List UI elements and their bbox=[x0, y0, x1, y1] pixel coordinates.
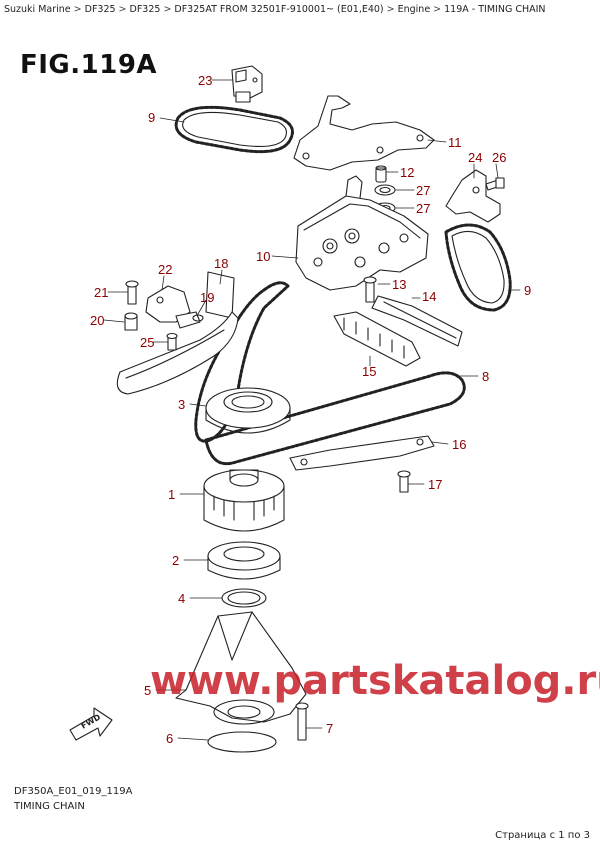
part-3-sprocket[interactable] bbox=[205, 387, 291, 434]
part-27-oil-seal-upper[interactable] bbox=[374, 184, 396, 196]
callout-16[interactable]: 16 bbox=[452, 437, 466, 452]
part-25-bolt[interactable] bbox=[166, 332, 178, 351]
callout-27-upper[interactable]: 27 bbox=[416, 183, 430, 198]
part-9-timing-chain-right[interactable] bbox=[444, 223, 512, 312]
part-2-bearing[interactable] bbox=[207, 541, 281, 580]
part-21-bolt[interactable] bbox=[125, 280, 139, 305]
figure-title: FIG.119A bbox=[20, 50, 158, 80]
part-17-bolt[interactable] bbox=[397, 470, 411, 493]
fwd-arrow-icon bbox=[69, 707, 113, 741]
part-tensioner-shoe[interactable] bbox=[116, 311, 239, 395]
callout-22[interactable]: 22 bbox=[158, 262, 172, 277]
callout-26[interactable]: 26 bbox=[492, 150, 506, 165]
breadcrumb-separator: > bbox=[118, 4, 127, 15]
callout-17[interactable]: 17 bbox=[428, 477, 442, 492]
part-16-chain-guide-lower[interactable] bbox=[289, 435, 435, 471]
callout-4[interactable]: 4 bbox=[178, 591, 185, 606]
part-24-tensioner-bracket[interactable] bbox=[445, 169, 501, 223]
leader-lines bbox=[103, 79, 521, 741]
part-10-cam-housing[interactable] bbox=[295, 175, 429, 291]
part-5-lower-case[interactable] bbox=[175, 611, 307, 725]
breadcrumb-current: 119A - TIMING CHAIN bbox=[444, 4, 546, 15]
callout-5[interactable]: 5 bbox=[144, 683, 151, 698]
callout-labels: 23 9 11 12 24 26 27 27 10 18 22 21 19 13… bbox=[90, 73, 531, 746]
figure-name: TIMING CHAIN bbox=[14, 801, 85, 812]
callout-8[interactable]: 8 bbox=[482, 369, 489, 384]
breadcrumb-separator: > bbox=[73, 4, 82, 15]
breadcrumb-engine[interactable]: Engine bbox=[397, 4, 431, 15]
callout-20[interactable]: 20 bbox=[90, 313, 104, 328]
callout-24[interactable]: 24 bbox=[468, 150, 482, 165]
breadcrumb-df325-sub[interactable]: DF325 bbox=[129, 4, 161, 15]
breadcrumb-separator: > bbox=[433, 4, 442, 15]
figure-code: DF350A_E01_019_119A bbox=[14, 786, 133, 797]
callout-18[interactable]: 18 bbox=[214, 256, 228, 271]
part-12-dowel-pin[interactable] bbox=[375, 165, 387, 183]
callout-13[interactable]: 13 bbox=[392, 277, 406, 292]
watermark: www.partskatalog.ru bbox=[150, 658, 600, 704]
callout-9-upper[interactable]: 9 bbox=[148, 110, 155, 125]
part-23-chain-guide-clip[interactable] bbox=[231, 65, 263, 103]
part-13-bolt[interactable] bbox=[363, 276, 377, 303]
breadcrumb-separator: > bbox=[163, 4, 172, 15]
callout-12[interactable]: 12 bbox=[400, 165, 414, 180]
part-26-bolt[interactable] bbox=[485, 177, 505, 191]
part-7-bolt[interactable] bbox=[295, 702, 309, 741]
callout-19[interactable]: 19 bbox=[200, 290, 214, 305]
part-1-crankshaft-gear[interactable] bbox=[203, 469, 285, 532]
callout-27-lower[interactable]: 27 bbox=[416, 201, 430, 216]
part-20-collar[interactable] bbox=[124, 312, 138, 331]
callout-11[interactable]: 11 bbox=[448, 135, 462, 150]
breadcrumb-separator: > bbox=[386, 4, 395, 15]
callout-3[interactable]: 3 bbox=[178, 397, 185, 412]
callout-6[interactable]: 6 bbox=[166, 731, 173, 746]
part-22-chain-tensioner[interactable] bbox=[145, 285, 201, 329]
part-15-chain-guide-toothed[interactable] bbox=[333, 311, 421, 367]
part-4-oil-seal-ring[interactable] bbox=[221, 588, 267, 608]
callout-14[interactable]: 14 bbox=[422, 289, 436, 304]
part-6-o-ring[interactable] bbox=[207, 731, 277, 753]
breadcrumb-suzuki-marine[interactable]: Suzuki Marine bbox=[4, 4, 71, 15]
breadcrumb-model-range[interactable]: DF325AT FROM 32501F-910001~ (E01,E40) bbox=[174, 4, 384, 15]
part-14-chain-guide[interactable] bbox=[371, 295, 463, 347]
callout-15[interactable]: 15 bbox=[362, 364, 376, 379]
callout-23[interactable]: 23 bbox=[198, 73, 212, 88]
callout-10[interactable]: 10 bbox=[256, 249, 270, 264]
callout-2[interactable]: 2 bbox=[172, 553, 179, 568]
callout-1[interactable]: 1 bbox=[168, 487, 175, 502]
breadcrumb-df325[interactable]: DF325 bbox=[84, 4, 116, 15]
callout-7[interactable]: 7 bbox=[326, 721, 333, 736]
callout-9-right[interactable]: 9 bbox=[524, 283, 531, 298]
part-19-o-ring[interactable] bbox=[192, 314, 204, 322]
part-9-timing-chain-upper-left[interactable] bbox=[174, 105, 294, 154]
page-indicator: Страница с 1 по 3 bbox=[495, 830, 590, 841]
part-11-gasket[interactable] bbox=[293, 95, 435, 171]
breadcrumb: Suzuki Marine>DF325>DF325>DF325AT FROM 3… bbox=[4, 4, 546, 15]
callout-25[interactable]: 25 bbox=[140, 335, 154, 350]
callout-21[interactable]: 21 bbox=[94, 285, 108, 300]
